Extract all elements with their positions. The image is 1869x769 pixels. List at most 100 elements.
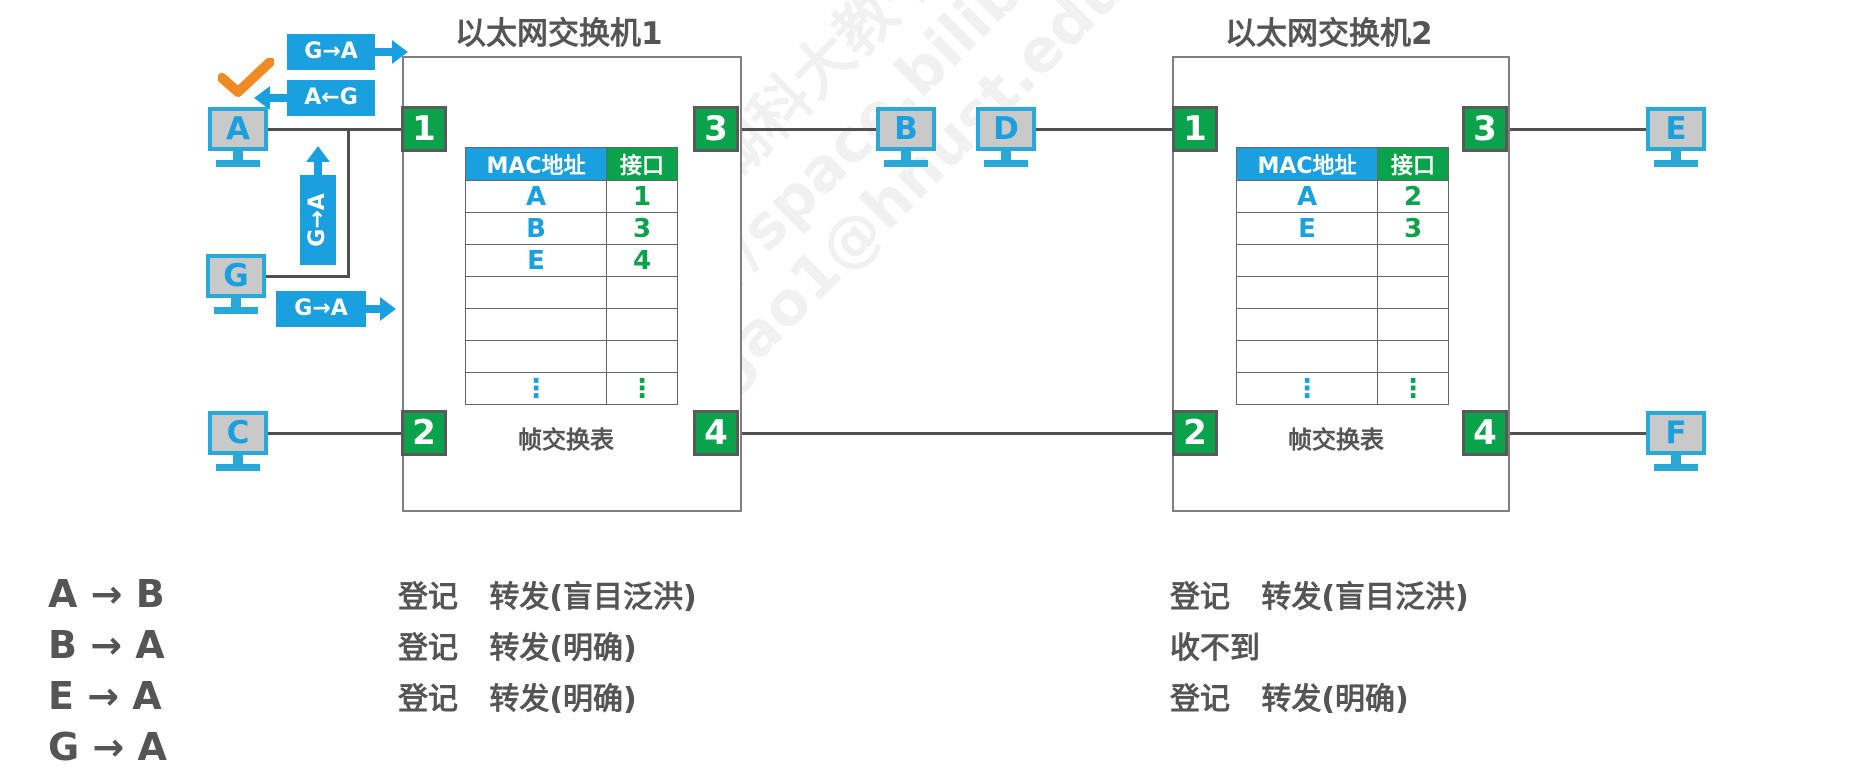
event-sw1-status: 登记 转发(明确) xyxy=(398,682,637,717)
arrow-left-icon xyxy=(254,86,288,110)
sw2-port-2: 2 xyxy=(1172,410,1218,456)
sw1-port-3: 3 xyxy=(693,106,739,152)
table-row xyxy=(1236,276,1449,309)
table-row xyxy=(465,340,678,373)
table-row xyxy=(1236,308,1449,341)
table-row xyxy=(1236,340,1449,373)
wire-sw2-port4-to-f xyxy=(1510,432,1648,435)
host-e-label: E xyxy=(1646,107,1706,151)
event-label: E → A xyxy=(48,674,162,718)
table-row xyxy=(465,308,678,341)
monitor-stand-icon xyxy=(233,151,243,160)
host-f[interactable]: F xyxy=(1646,411,1706,471)
frame-a-from-g: A←G xyxy=(287,80,375,116)
event-label: B → A xyxy=(48,623,165,667)
monitor-stand-icon xyxy=(1671,151,1681,160)
frame-g-to-a-bottom: G→A xyxy=(276,291,366,327)
sw1-port-cell: ⋮ xyxy=(606,372,678,405)
sw2-mac-cell: ⋮ xyxy=(1236,372,1378,405)
sw1-port-cell: 4 xyxy=(606,244,678,277)
sw1-port-2: 2 xyxy=(401,410,447,456)
sw1-port-cell: 1 xyxy=(606,180,678,213)
sw2-table-caption: 帧交换表 xyxy=(1288,426,1384,454)
sw2-port-cell xyxy=(1377,276,1449,309)
sw2-mac-cell xyxy=(1236,308,1378,341)
sw2-port-1: 1 xyxy=(1172,106,1218,152)
sw2-mac-cell xyxy=(1236,276,1378,309)
sw2-port-cell: ⋮ xyxy=(1377,372,1449,405)
monitor-base-icon xyxy=(1654,160,1698,167)
frame-g-to-a-top: G→A xyxy=(287,34,375,70)
host-c[interactable]: C xyxy=(208,411,268,471)
frame-g-to-a-vertical-label: G→A xyxy=(305,193,330,247)
sw2-mac-cell: E xyxy=(1236,212,1378,245)
wire-d-to-sw2-port1 xyxy=(1035,128,1175,131)
sw1-mac-cell xyxy=(465,308,607,341)
table-row: ⋮⋮ xyxy=(465,372,678,405)
sw2-table-header-mac: MAC地址 xyxy=(1236,147,1378,181)
event-sw1-status: 登记 转发(盲目泛洪) xyxy=(398,580,697,615)
sw1-table-header-mac: MAC地址 xyxy=(465,147,607,181)
sw1-mac-cell: A xyxy=(465,180,607,213)
monitor-base-icon xyxy=(216,464,260,471)
sw2-table-header-port: 接口 xyxy=(1377,147,1449,181)
host-g[interactable]: G xyxy=(206,254,266,314)
host-e[interactable]: E xyxy=(1646,107,1706,167)
host-d[interactable]: D xyxy=(976,107,1036,167)
host-d-label: D xyxy=(976,107,1036,151)
sw2-mac-cell: A xyxy=(1236,180,1378,213)
sw1-mac-cell: B xyxy=(465,212,607,245)
sw1-port-cell: 3 xyxy=(606,212,678,245)
monitor-base-icon xyxy=(214,307,258,314)
wire-g-vertical xyxy=(347,130,350,278)
sw1-port-cell xyxy=(606,276,678,309)
sw1-port-cell xyxy=(606,308,678,341)
host-f-label: F xyxy=(1646,411,1706,455)
switch2-title: 以太网交换机2 xyxy=(1225,16,1433,52)
monitor-stand-icon xyxy=(233,455,243,464)
host-b[interactable]: B xyxy=(876,107,936,167)
event-sw2-status: 登记 转发(明确) xyxy=(1170,682,1409,717)
event-label: G → A xyxy=(48,725,167,769)
switch1-title: 以太网交换机1 xyxy=(455,16,663,52)
sw1-port-4: 4 xyxy=(693,410,739,456)
sw1-mac-cell: ⋮ xyxy=(465,372,607,405)
monitor-base-icon xyxy=(216,160,260,167)
wire-c-to-sw1-port2 xyxy=(268,432,404,435)
host-a-label: A xyxy=(208,107,268,151)
monitor-stand-icon xyxy=(231,298,241,307)
event-sw2-status: 收不到 xyxy=(1170,631,1260,666)
event-sw2-status: 登记 转发(盲目泛洪) xyxy=(1170,580,1469,615)
sw1-mac-cell xyxy=(465,340,607,373)
wire-sw2-port3-to-e xyxy=(1510,128,1648,131)
sw1-port-cell xyxy=(606,340,678,373)
sw2-port-cell xyxy=(1377,308,1449,341)
monitor-stand-icon xyxy=(1001,151,1011,160)
sw1-table-header-port: 接口 xyxy=(606,147,678,181)
event-sw1-status: 登记 转发(明确) xyxy=(398,631,637,666)
arrow-up-icon xyxy=(306,146,330,176)
sw1-port-1: 1 xyxy=(401,106,447,152)
frame-g-to-a-vertical: G→A xyxy=(300,175,336,265)
monitor-base-icon xyxy=(1654,464,1698,471)
table-row xyxy=(465,276,678,309)
monitor-stand-icon xyxy=(1671,455,1681,464)
arrow-right-icon xyxy=(364,297,396,321)
arrow-right-icon xyxy=(374,40,408,64)
checkmark-icon xyxy=(218,58,274,97)
wire-sw1-port4-to-sw2-port2 xyxy=(742,432,1174,435)
sw2-port-4: 4 xyxy=(1462,410,1508,456)
table-row: ⋮⋮ xyxy=(1236,372,1449,405)
monitor-base-icon xyxy=(884,160,928,167)
sw1-table-caption: 帧交换表 xyxy=(518,426,614,454)
wire-sw1-port3-to-b xyxy=(742,128,882,131)
table-row xyxy=(1236,244,1449,277)
monitor-stand-icon xyxy=(901,151,911,160)
sw2-mac-cell xyxy=(1236,340,1378,373)
sw2-mac-cell xyxy=(1236,244,1378,277)
host-a[interactable]: A xyxy=(208,107,268,167)
